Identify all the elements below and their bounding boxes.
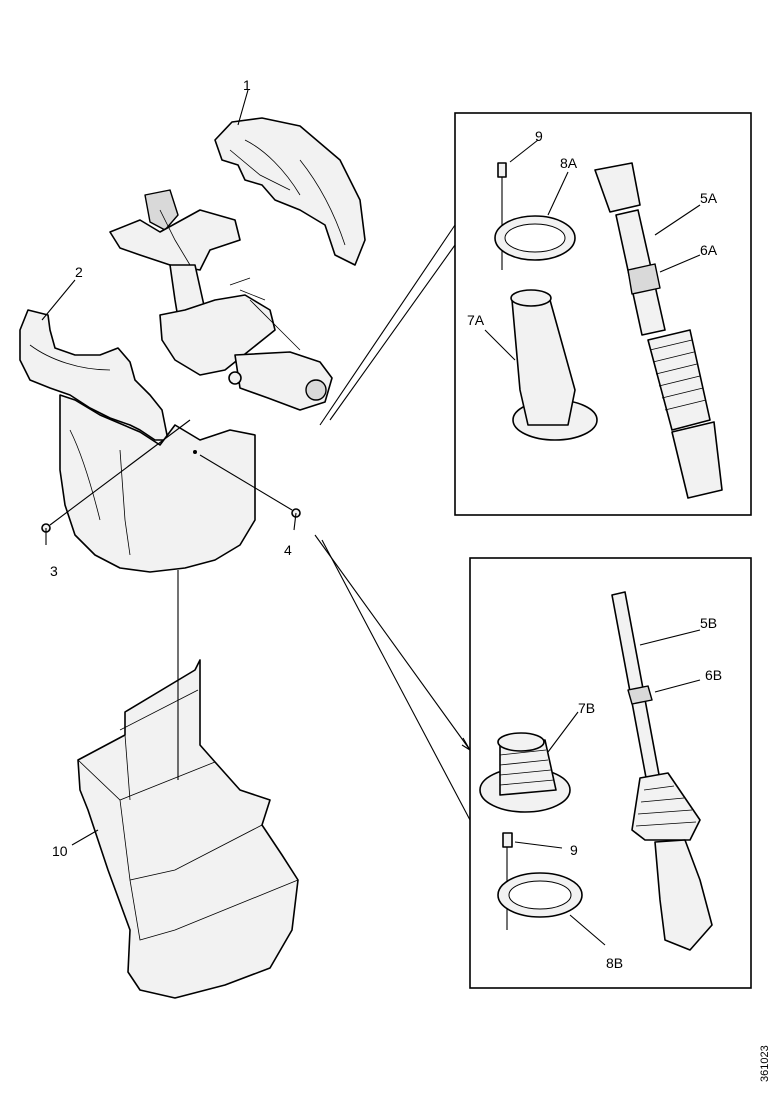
label-part-7b: 7B — [578, 700, 595, 716]
label-part-2: 2 — [75, 264, 83, 280]
steering-column-mechanism — [109, 189, 333, 411]
label-part-7a: 7A — [467, 312, 485, 328]
label-part-5a: 5A — [700, 190, 718, 206]
label-part-6a: 6A — [700, 242, 718, 258]
upper-cowl-part-1 — [214, 117, 366, 266]
label-part-4: 4 — [284, 542, 292, 558]
label-part-10: 10 — [52, 843, 68, 859]
leader-1 — [237, 89, 249, 126]
detail-a-frame — [454, 112, 752, 516]
label-part-8a: 8A — [560, 155, 578, 171]
screw-part-4 — [199, 454, 301, 531]
label-part-5b: 5B — [700, 615, 717, 631]
screw-part-9-a — [497, 139, 539, 270]
detail-b-leader — [314, 534, 471, 821]
detail-a-leader — [319, 224, 456, 426]
ring-part-8b — [497, 872, 606, 946]
leader-2 — [41, 279, 76, 321]
lower-cowl-part-2 — [19, 309, 256, 573]
shaft-part-5a — [594, 162, 723, 499]
boot-part-7b — [479, 711, 579, 813]
figure-id: 361023 — [759, 1045, 771, 1082]
ring-part-8a — [494, 171, 576, 261]
lower-panel-part-10 — [77, 570, 299, 999]
leader-10 — [71, 829, 99, 846]
label-part-9b: 9 — [570, 842, 578, 858]
label-part-3: 3 — [50, 563, 58, 579]
label-part-6b: 6B — [705, 667, 722, 683]
screw-part-3 — [41, 419, 191, 545]
label-part-9a: 9 — [535, 128, 543, 144]
label-part-1: 1 — [243, 77, 251, 93]
label-part-8b: 8B — [606, 955, 623, 971]
boot-part-7a — [484, 289, 598, 441]
detail-b-frame — [469, 557, 752, 989]
shaft-part-5b — [611, 591, 713, 951]
